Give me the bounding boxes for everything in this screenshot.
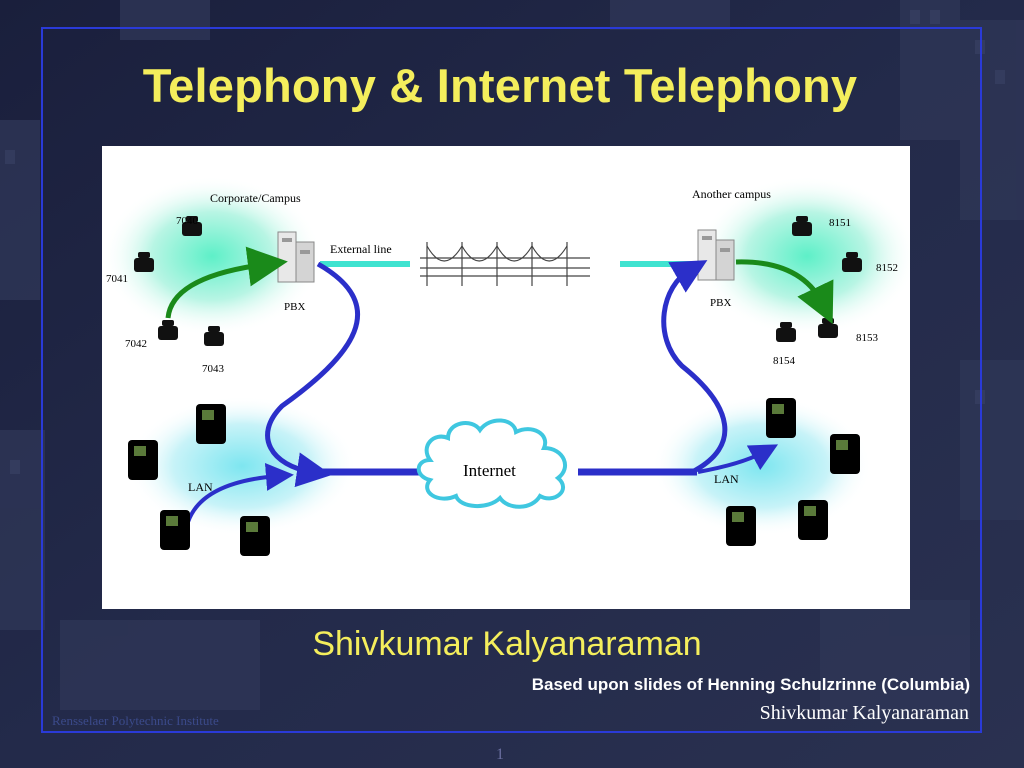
- computer-screen-icon: [134, 410, 258, 532]
- author-name: Shivkumar Kalyanaraman: [312, 625, 702, 663]
- phone-label-8154: 8154: [773, 355, 796, 367]
- credit-line: Based upon slides of Henning Schulzrinne…: [531, 675, 970, 694]
- slide-frame: [41, 27, 982, 733]
- left-lan-arrow: [186, 462, 294, 523]
- internet-cloud: [416, 418, 567, 509]
- right-lan-label: LAN: [714, 472, 739, 486]
- slide-title: Telephony & Internet Telephony: [142, 59, 858, 112]
- phone-label-8152: 8152: [876, 262, 898, 274]
- phone-label-8153: 8153: [856, 332, 879, 344]
- left-lan-cloud: [127, 396, 357, 536]
- internet-label: Internet: [463, 461, 516, 480]
- right-campus-label: Another campus: [692, 187, 771, 201]
- page-number: 1: [496, 746, 504, 763]
- right-internet-to-pbx-link: [661, 260, 728, 475]
- left-campus-cloud: [102, 176, 322, 336]
- left-green-arrow: [165, 246, 288, 319]
- footer-institute: Rensselaer Polytechnic Institute: [52, 713, 219, 728]
- left-pbx-to-internet-link: [265, 261, 361, 488]
- external-line-label: External line: [330, 242, 392, 256]
- diagram-svg: Corporate/Campus Another campus External…: [102, 176, 917, 556]
- left-campus-label: Corporate/Campus: [210, 191, 301, 205]
- right-lan-arrow: [697, 444, 779, 474]
- network-diagram: Corporate/Campus Another campus External…: [102, 146, 917, 609]
- footer-author: Shivkumar Kalyanaraman: [759, 702, 969, 724]
- phone-icon: [134, 216, 224, 346]
- phone-label-7042: 7042: [125, 338, 147, 350]
- phone-icon: [776, 216, 862, 342]
- right-green-arrow: [735, 259, 834, 325]
- left-lan-label: LAN: [188, 480, 213, 494]
- phone-label-7040: 7040: [176, 215, 199, 227]
- phone-label-7041: 7041: [106, 273, 128, 285]
- telephone-poles: [420, 242, 590, 286]
- phone-label-8151: 8151: [829, 217, 851, 229]
- left-pbx-label: PBX: [284, 301, 305, 313]
- right-campus-cloud: [697, 176, 917, 336]
- computer-screen-icon: [732, 404, 848, 522]
- right-pbx-label: PBX: [710, 297, 731, 309]
- phone-label-7043: 7043: [202, 363, 225, 375]
